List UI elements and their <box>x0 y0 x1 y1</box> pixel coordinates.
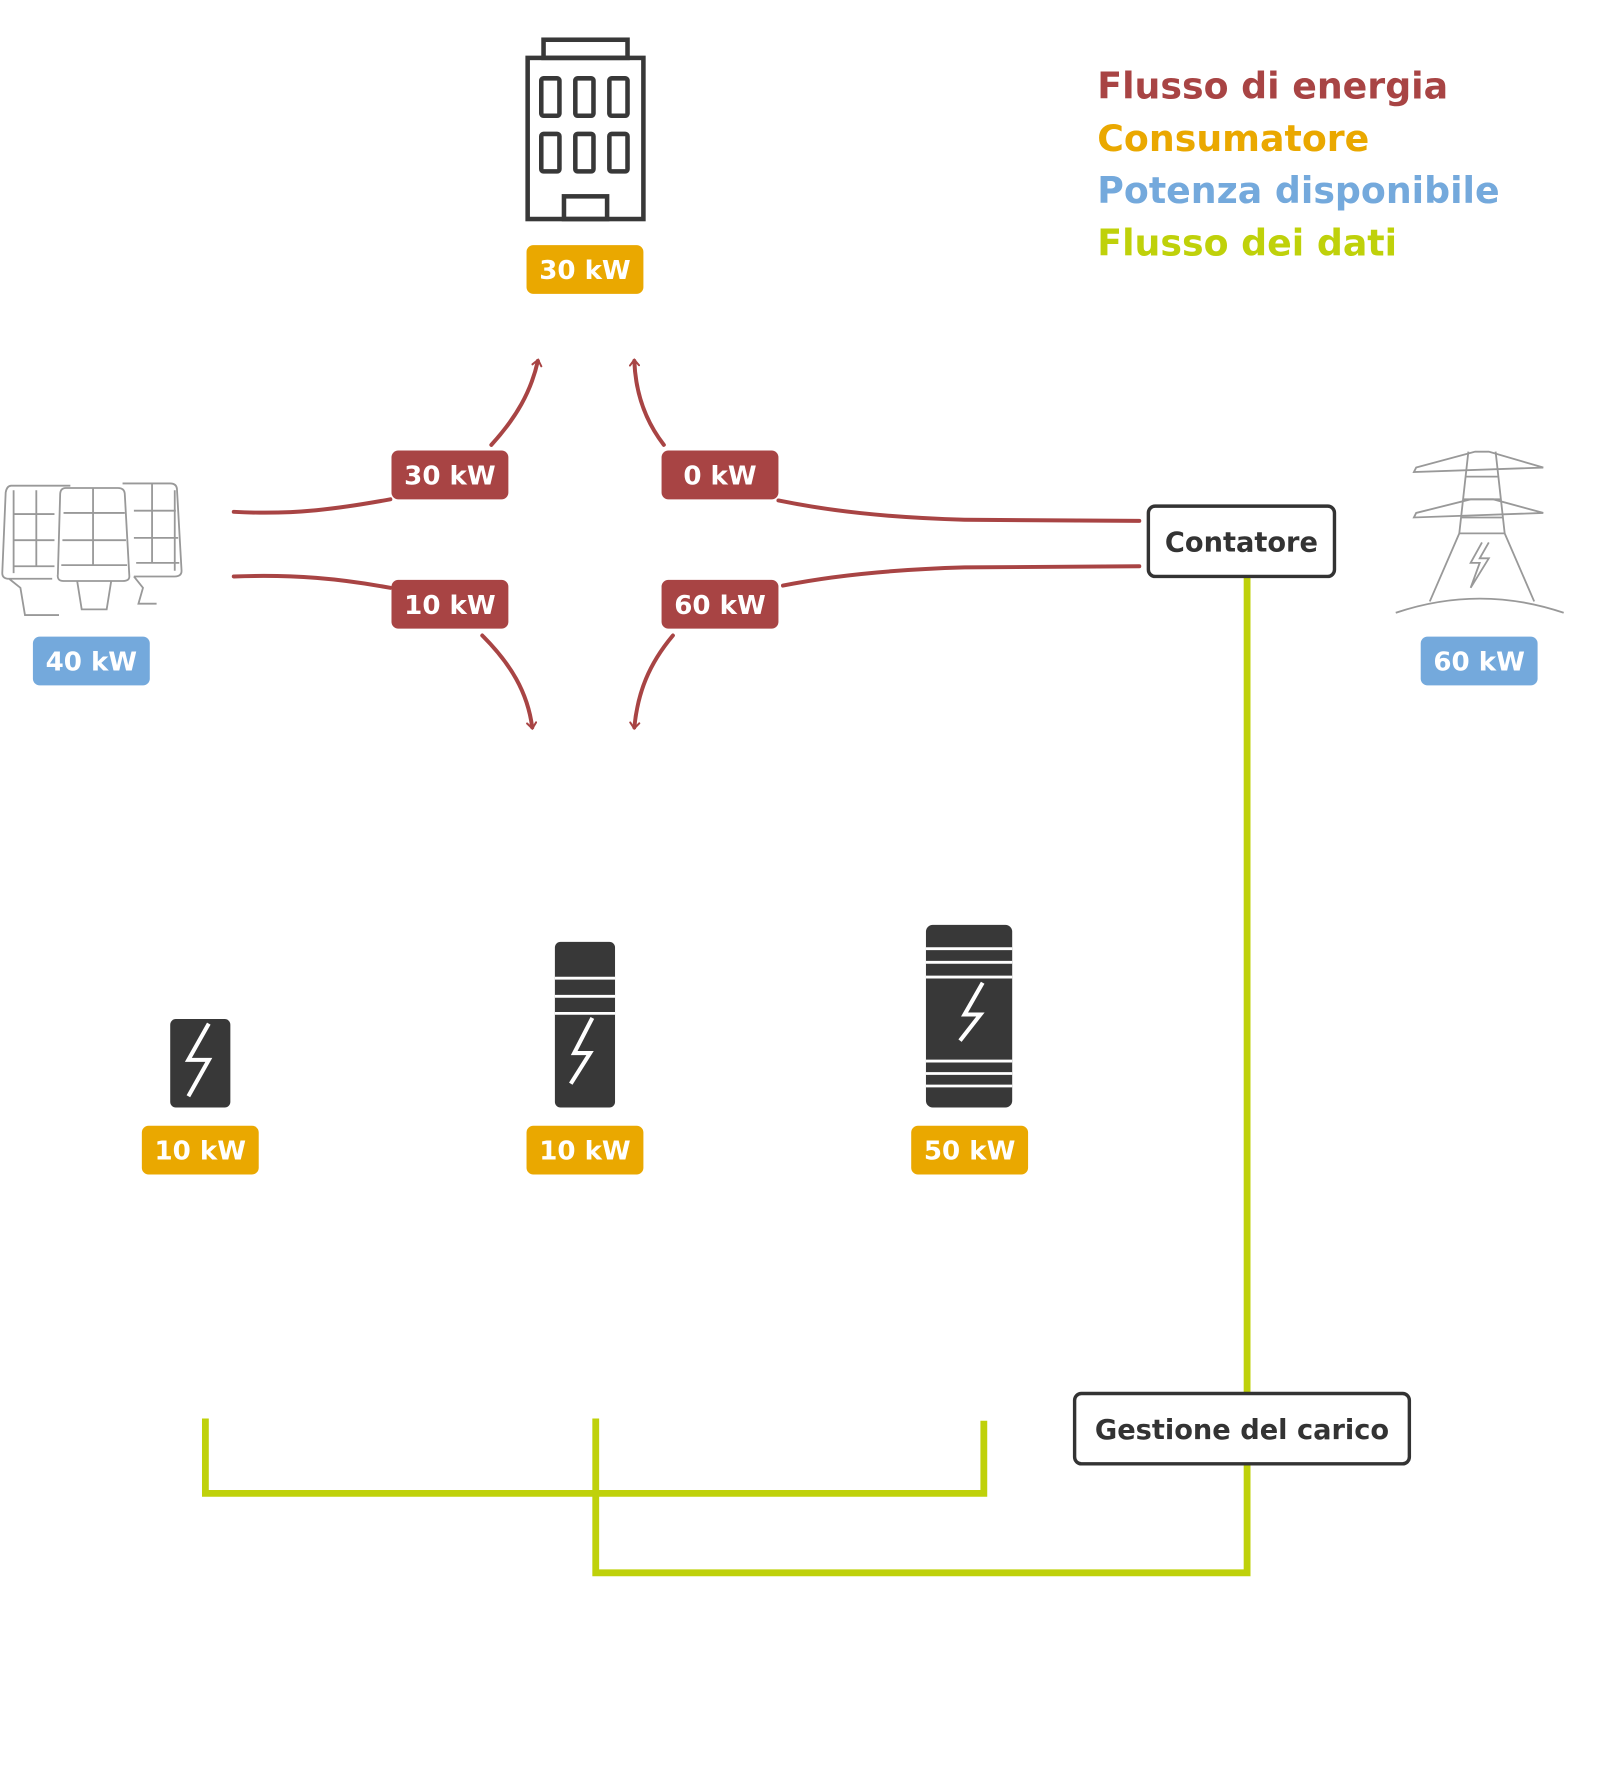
flow-arrow-grid-to-building <box>628 358 666 447</box>
building-node: 30 kW <box>525 37 646 294</box>
charger-medium-icon <box>554 941 616 1108</box>
meter-label: Contatore <box>1165 528 1318 559</box>
load-management-node: Gestione del carico <box>1072 1391 1412 1466</box>
flow-line-solar-to-chargers <box>231 573 393 590</box>
flow-line-grid-to-chargers <box>780 564 1142 588</box>
flow-badge-grid-to-chargers <box>661 579 779 629</box>
meter-box <box>1146 504 1337 579</box>
solar-panel-icon <box>1 482 183 616</box>
flow-value-grid-to-chargers: 60 kW <box>674 591 765 621</box>
data-line-charger-bus <box>201 1418 988 1497</box>
data-flows <box>201 577 1251 1577</box>
flow-badge-solar-to-building <box>391 450 509 500</box>
load-management-label: Gestione del carico <box>1095 1415 1389 1446</box>
flow-value-grid-to-building: 0 kW <box>683 462 756 492</box>
grid-node: 60 kW <box>1395 450 1564 686</box>
flow-value-solar-to-building: 30 kW <box>404 462 495 492</box>
charger-large-badge <box>911 1125 1029 1175</box>
grid-power-badge <box>1420 636 1538 686</box>
charger-large-value: 50 kW <box>924 1137 1015 1167</box>
flow-arrow-solar-to-chargers <box>480 633 538 731</box>
charger-small-badge <box>141 1125 259 1175</box>
grid-power-value: 60 kW <box>1433 648 1524 678</box>
legend-item-available-power: Potenza disponibile <box>1097 169 1499 212</box>
charger-medium-value: 10 kW <box>539 1137 630 1167</box>
flow-line-solar-to-building <box>231 497 393 515</box>
legend-item-data-flow: Flusso dei dati <box>1097 221 1397 264</box>
building-icon <box>525 37 646 222</box>
load-management-box <box>1072 1391 1412 1466</box>
flow-line-grid-to-building <box>776 498 1142 523</box>
power-pylon-icon <box>1395 450 1564 614</box>
flow-value-solar-to-chargers: 10 kW <box>404 591 495 621</box>
charger-large: 50 kW <box>911 924 1029 1175</box>
charger-large-icon <box>925 924 1013 1108</box>
building-consumption-badge <box>526 245 644 294</box>
charger-small-value: 10 kW <box>155 1137 246 1167</box>
charger-medium-badge <box>526 1125 644 1175</box>
charger-medium: 10 kW <box>526 941 644 1175</box>
charger-small-icon <box>170 1019 231 1108</box>
charger-small: 10 kW <box>141 1019 259 1175</box>
building-consumption-value: 30 kW <box>539 256 630 286</box>
solar-power-value: 40 kW <box>46 648 137 678</box>
meter-node: Contatore <box>1146 504 1337 579</box>
flow-arrow-grid-to-chargers <box>629 633 675 731</box>
solar-power-badge <box>32 636 150 686</box>
flow-arrow-solar-to-building <box>489 358 543 447</box>
legend-item-energy-flow: Flusso di energia <box>1097 65 1448 108</box>
flow-badge-solar-to-chargers <box>391 579 509 629</box>
legend-item-consumer: Consumatore <box>1097 117 1369 160</box>
flow-badge-grid-to-building <box>661 450 779 500</box>
legend: Flusso di energia Consumatore Potenza di… <box>1097 65 1499 265</box>
solar-node: 40 kW <box>1 482 183 686</box>
energy-flows: 30 kW 0 kW 10 kW 60 kW <box>231 358 1142 731</box>
